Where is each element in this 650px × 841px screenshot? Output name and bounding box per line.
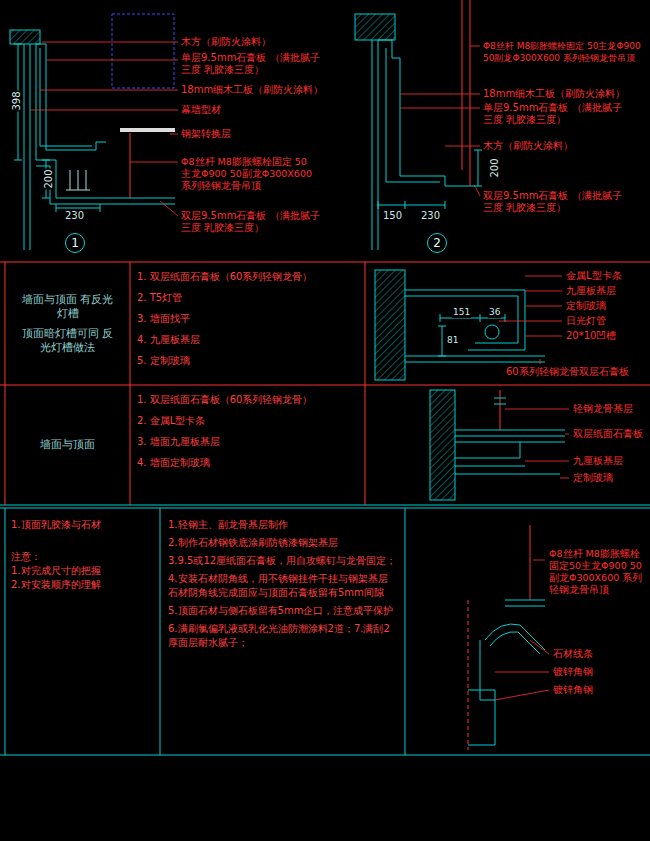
- callout-label: 金属L型卡条: [565, 270, 623, 282]
- cell-text-line: 4. 九厘板基层: [137, 333, 358, 347]
- dimension: 81: [446, 334, 459, 346]
- callout-label: 定制玻璃: [572, 472, 614, 484]
- callout-label: 镀锌角钢: [552, 684, 594, 696]
- dimension: 398: [11, 90, 23, 111]
- cell-text: 1. 双层纸面石膏板（60系列轻钢龙骨）: [137, 393, 358, 407]
- cell-text: 1: [71, 237, 79, 249]
- table-cell: 1.顶面乳胶漆与石材注意：1.对完成尺寸的把握2.对安装顺序的理解: [5, 508, 160, 755]
- table-cell: 1. 双层纸面石膏板（60系列轻钢龙骨） 2. T5灯管 3. 墙面找平 4. 九厘板…: [130, 262, 365, 385]
- callout-label: 轻钢龙骨基层: [572, 403, 634, 415]
- dimension: 200: [489, 157, 501, 178]
- cell-text: 1.顶面乳胶漆与石材: [11, 518, 154, 532]
- callout-label: 九厘板基层: [572, 455, 624, 467]
- cell-text-line: 5.顶面石材与侧石板留有5mm企口，注意成平保护: [168, 604, 397, 618]
- dimension: 230: [420, 210, 441, 222]
- callout-label: 木方（刷防火涂料）: [482, 140, 574, 152]
- table-cell: 1.轻钢主、副龙骨基层制作 2.制作石材钢铁底涂刷防锈漆钢架基层 3.9.5或12厘…: [160, 508, 405, 755]
- cell-text-line: 顶面暗灯槽可同 反光灯槽做法: [18, 327, 118, 355]
- cell-text-line: 1.对完成尺寸的把握: [11, 564, 154, 578]
- cell-text-line: 3. 墙面九厘板基层: [137, 435, 358, 449]
- cell-text-line: 2.制作石材钢铁底涂刷防锈漆钢架基层: [168, 536, 397, 550]
- callout-label: 幕墙型材: [180, 104, 222, 116]
- cell-text-line: 4.安装石材阴角线，用不锈钢挂件干挂与钢架基层石材阴角线完成面应与顶面石膏板留有…: [168, 572, 397, 600]
- callout-label: 双层纸面石膏板: [572, 428, 644, 440]
- cell-text-line: 6.满刷氯偏乳液或乳化光油防潮涂料2道；7.满刮2厚面层耐水腻子；: [168, 622, 397, 650]
- cell-text: 墙面与顶面: [40, 438, 95, 452]
- callout-label: 60系列轻钢龙骨双层石膏板: [505, 366, 630, 378]
- callout-label: 双层9.5mm石膏板 （满批腻子三度 乳胶漆三度）: [482, 190, 624, 214]
- dimension: 151: [452, 306, 471, 318]
- callout-label: 钢架转换层: [180, 128, 232, 140]
- callout-label: 九厘板基层: [565, 285, 617, 297]
- dimension: 200: [43, 168, 55, 189]
- detail-number: 2: [427, 233, 447, 253]
- cell-text: 2: [433, 237, 441, 249]
- dimension: 150: [382, 210, 403, 222]
- callout-label: 镀锌角钢: [552, 666, 594, 678]
- cell-text-line: 注意：: [11, 550, 154, 564]
- dimension: 230: [64, 210, 85, 222]
- callout-label: 18mm细木工板（刷防火涂料）: [482, 88, 626, 100]
- cell-text: 1.轻钢主、副龙骨基层制作: [168, 518, 397, 532]
- cell-text: 墙面与顶面 有反光灯槽: [18, 293, 118, 321]
- callout-label: 日光灯管: [565, 315, 607, 327]
- table-cell: 墙面与顶面: [5, 385, 130, 505]
- cell-text-line: 2. T5灯管: [137, 291, 358, 305]
- cell-text-line: 2.对安装顺序的理解: [11, 578, 154, 592]
- callout-label: 双层9.5mm石膏板 （满批腻子三度 乳胶漆三度）: [180, 210, 322, 234]
- callout-label: 20*10凹槽: [565, 330, 617, 342]
- cell-text-line: 2. 金属L型卡条: [137, 414, 358, 428]
- cell-text-line: 3.9.5或12厘纸面石膏板，用自攻螺钉与龙骨固定；: [168, 554, 397, 568]
- callout-label: Φ8丝杆 M8膨胀螺栓固定 50主龙Φ900 50副龙Φ300X600 系列轻钢…: [180, 156, 317, 192]
- callout-label: 18mm细木工板（刷防火涂料）: [180, 84, 324, 96]
- callout-label: Φ8丝杆 M8膨胀螺栓固定50主龙Φ900 50副龙Φ300X600 系列轻钢龙…: [548, 548, 646, 596]
- callout-label: 单层9.5mm石膏板 （满批腻子三度 乳胶漆三度）: [482, 102, 624, 126]
- callout-label: 石材线条: [552, 648, 594, 660]
- cell-text-line: 3. 墙面找平: [137, 312, 358, 326]
- cell-text: 1. 双层纸面石膏板（60系列轻钢龙骨）: [137, 270, 358, 284]
- callout-label: 定制玻璃: [565, 300, 607, 312]
- detail-number: 1: [65, 233, 85, 253]
- cell-text-line: 5. 定制玻璃: [137, 354, 358, 368]
- table-cell: 1. 双层纸面石膏板（60系列轻钢龙骨） 2. 金属L型卡条 3. 墙面九厘板基层 4…: [130, 385, 365, 505]
- callout-label: 木方（刷防火涂料）: [180, 36, 272, 48]
- callout-label: 单层9.5mm石膏板 （满批腻子三度 乳胶漆三度）: [180, 52, 322, 76]
- cell-text-line: 4. 墙面定制玻璃: [137, 456, 358, 470]
- callout-label: Φ8丝杆 M8膨胀螺栓固定 50主龙Φ900 50副龙Φ300X600 系列轻钢…: [482, 40, 644, 64]
- dimension: 36: [488, 306, 501, 318]
- table-cell: 墙面与顶面 有反光灯槽顶面暗灯槽可同 反光灯槽做法: [5, 262, 130, 385]
